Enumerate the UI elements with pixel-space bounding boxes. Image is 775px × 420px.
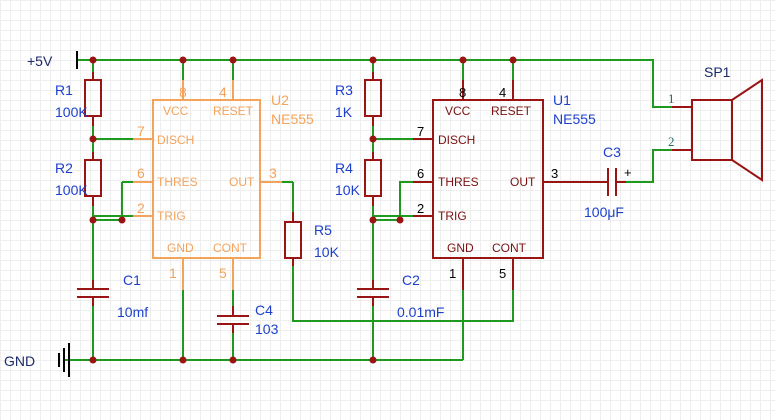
u1-pin-num-1: 1	[449, 266, 456, 281]
c1-capacitor	[77, 280, 109, 306]
r5-resistor	[284, 212, 302, 266]
u2-pin-trig: TRIG	[157, 209, 186, 223]
r1-resistor	[84, 72, 102, 126]
c3-speaker-wire	[623, 149, 672, 183]
u1-pin-num-3: 3	[551, 166, 558, 181]
u1-pin-num-6: 6	[417, 166, 424, 181]
junction-dot	[118, 216, 126, 224]
junction-dot	[89, 56, 97, 64]
vcc-rail-wire	[78, 59, 672, 108]
r4-value: 10K	[335, 182, 361, 198]
u1-pin-num-4: 4	[499, 85, 506, 100]
u1-part: NE555	[553, 111, 596, 127]
gnd-label: GND	[4, 353, 35, 369]
u1-ref: U1	[553, 92, 571, 108]
u2-pin-num-2: 2	[137, 200, 145, 216]
speaker-pin-2: 2	[668, 134, 675, 149]
c2-capacitor	[357, 280, 389, 306]
c2-value: 0.01mF	[397, 304, 444, 320]
speaker-symbol	[672, 78, 763, 182]
u1-trig-thres-jumper	[373, 205, 401, 221]
vcc-label: +5V	[27, 53, 53, 69]
u2-pin-num-3: 3	[269, 165, 277, 181]
r2-value: 100K	[55, 182, 88, 198]
junction-dot	[179, 56, 187, 64]
u2-part: NE555	[271, 111, 314, 127]
r5-value: 10K	[314, 244, 340, 260]
u1-pin-trig: TRIG	[438, 209, 467, 223]
u2-chip	[133, 80, 282, 290]
junction-dots	[89, 56, 517, 364]
u1-pin-disch: DISCH	[438, 133, 475, 147]
u1-pin-num-2: 2	[417, 201, 424, 216]
r5-ref: R5	[314, 222, 332, 238]
u2-pin-vcc: VCC	[163, 104, 189, 118]
speaker-pin-1: 1	[668, 91, 675, 106]
ground-symbol	[58, 343, 70, 377]
r3-ref: R3	[335, 82, 353, 98]
junction-dot	[369, 135, 377, 143]
c1-value: 10mf	[117, 304, 148, 320]
c2-ref: C2	[402, 272, 420, 288]
u2-pin-out: OUT	[229, 175, 255, 189]
u2-pin-cont: CONT	[213, 241, 248, 255]
c3-polarity: +	[624, 165, 632, 180]
u2-ref: U2	[271, 92, 289, 108]
u1-thres-wire	[399, 181, 413, 205]
junction-dot	[89, 356, 97, 364]
u1-pin-num-5: 5	[499, 266, 506, 281]
u1-pin-num-8: 8	[459, 85, 466, 100]
r1-value: 100K	[55, 104, 88, 120]
junction-dot	[369, 216, 377, 224]
r3-resistor	[364, 72, 382, 126]
junction-dot	[89, 216, 97, 224]
junction-dot	[369, 356, 377, 364]
u2-pin-thres: THRES	[157, 175, 198, 189]
c4-capacitor	[217, 306, 249, 333]
u2-trig-thres-jumper	[93, 205, 123, 221]
u2-pin-reset: RESET	[213, 104, 254, 118]
wires	[63, 59, 672, 361]
u2-pin-num-7: 7	[137, 123, 145, 139]
c3-ref: C3	[603, 144, 621, 160]
u1-pin-thres: THRES	[438, 175, 479, 189]
u2-pin-disch: DISCH	[157, 133, 194, 147]
junction-dot	[509, 56, 517, 64]
u2-pin-num-6: 6	[137, 165, 145, 181]
r2-resistor	[84, 152, 102, 206]
u2-pin-num-4: 4	[219, 84, 227, 100]
r2-ref: R2	[55, 160, 73, 176]
u1-pin-out: OUT	[510, 175, 536, 189]
c1-ref: C1	[123, 272, 141, 288]
speaker-ref: SP1	[704, 64, 731, 80]
junction-dot	[179, 356, 187, 364]
junction-dot	[229, 356, 237, 364]
c3-value: 100μF	[584, 204, 624, 220]
u1-chip	[413, 80, 596, 290]
c3-capacitor	[596, 168, 626, 196]
u1-pin-cont: CONT	[492, 241, 527, 255]
c4-ref: C4	[255, 302, 273, 318]
u2-pin-num-1: 1	[169, 265, 177, 281]
r4-resistor	[364, 152, 382, 206]
junction-dot	[89, 135, 97, 143]
u1-pin-reset: RESET	[491, 104, 532, 118]
r5-u1-cont-wire	[292, 263, 514, 322]
r1-ref: R1	[55, 82, 73, 98]
r4-ref: R4	[335, 160, 353, 176]
c4-value: 103	[255, 321, 279, 337]
u2-pin-num-5: 5	[219, 265, 227, 281]
junction-dot	[459, 56, 467, 64]
junction-dot	[396, 216, 404, 224]
u2-pin-gnd: GND	[167, 241, 194, 255]
r3-value: 1K	[335, 104, 353, 120]
u1-pin-gnd: GND	[447, 241, 474, 255]
u1-pin-vcc: VCC	[445, 104, 471, 118]
junction-dot	[229, 56, 237, 64]
junction-dot	[369, 56, 377, 64]
u2-pin-num-8: 8	[179, 84, 187, 100]
u1-pin-num-7: 7	[417, 124, 424, 139]
